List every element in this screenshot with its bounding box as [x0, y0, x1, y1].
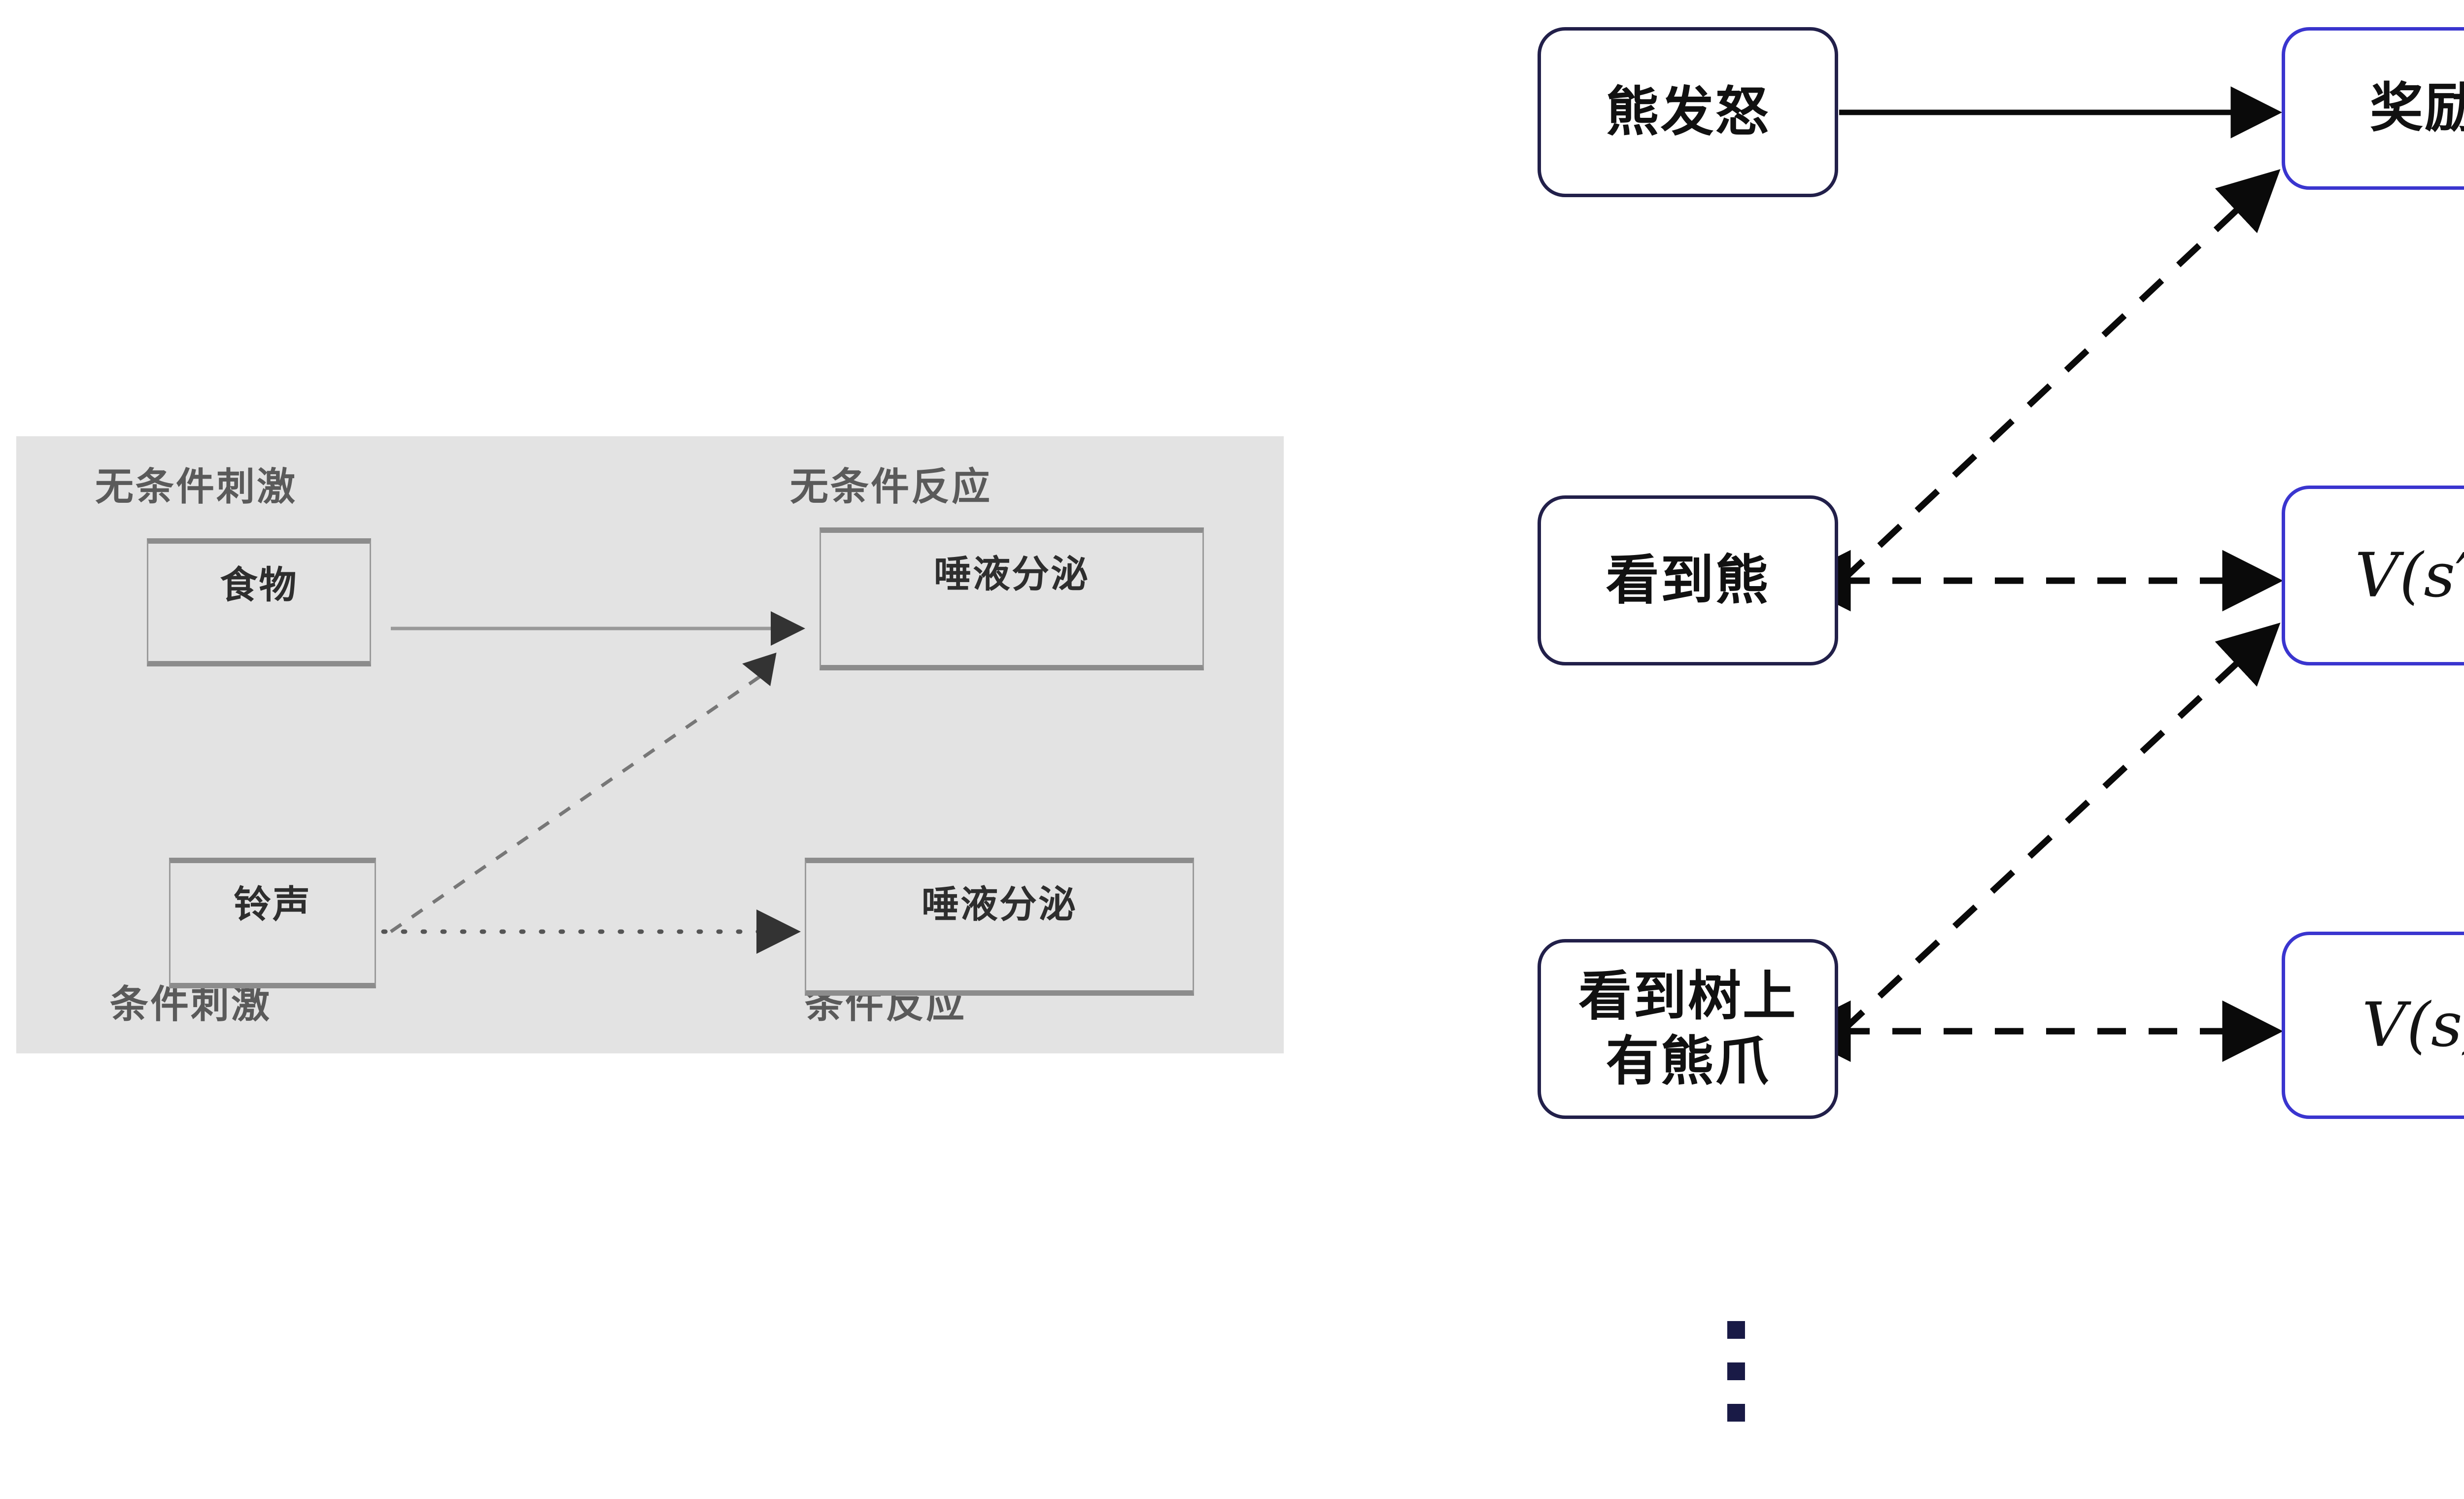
box-food: 食物 [147, 538, 371, 666]
ellipsis-dot [1727, 1404, 1745, 1422]
box-claw-marks-on-tree-label: 看到树上 有熊爪 [1578, 964, 1797, 1094]
box-see-bear: 看到熊 [1538, 495, 1838, 665]
ellipsis-left-column [1727, 1321, 1745, 1422]
box-reward: 奖励 [2282, 27, 2464, 190]
rl-value-diagram-panel: 熊发怒 看到熊 看到树上 有熊爪 奖励 V(s′) V(s) [1488, 0, 2464, 1499]
pavlov-connector-layer [381, 611, 805, 954]
box-claw-line-1: 看到树上 [1578, 965, 1797, 1027]
connector-claw-to-value-s-prime [1840, 623, 2281, 1034]
label-conditioned-stimulus: 条件刺激 [110, 982, 272, 1027]
box-value-s-prime: V(s′) [2282, 486, 2464, 665]
ellipsis-dot [1727, 1321, 1745, 1339]
connector-bell-to-salivation-dashed [390, 652, 777, 933]
box-bear-angry-label: 熊发怒 [1606, 81, 1770, 143]
box-value-s-label: V(s) [2362, 990, 2464, 1061]
box-salivation-conditioned-label: 唾液分泌 [922, 882, 1077, 926]
label-unconditioned-stimulus: 无条件刺激 [95, 465, 298, 509]
box-claw-marks-on-tree: 看到树上 有熊爪 [1538, 939, 1838, 1119]
box-value-s-prime-label: V(s′) [2355, 540, 2464, 611]
label-unconditioned-response: 无条件反应 [790, 465, 992, 509]
box-bear-angry: 熊发怒 [1538, 27, 1838, 197]
box-see-bear-label: 看到熊 [1606, 549, 1770, 611]
box-food-label: 食物 [220, 563, 298, 607]
box-value-s: V(s) [2282, 932, 2464, 1119]
box-salivation-conditioned: 唾液分泌 [805, 858, 1194, 996]
box-reward-label: 奖励 [2369, 77, 2464, 139]
box-bell: 铃声 [169, 858, 376, 988]
rl-connector-layer [1790, 86, 2283, 1062]
box-claw-line-2: 有熊爪 [1606, 1030, 1770, 1092]
classical-conditioning-panel: 无条件刺激 无条件反应 条件刺激 条件反应 食物 铃声 唾液分泌 唾液分泌 [16, 436, 1284, 1053]
box-salivation-unconditioned: 唾液分泌 [820, 527, 1204, 670]
box-bell-label: 铃声 [234, 882, 311, 926]
box-salivation-unconditioned-label: 唾液分泌 [934, 552, 1090, 596]
ellipsis-dot [1727, 1362, 1745, 1380]
connector-see-bear-to-reward [1840, 169, 2281, 583]
